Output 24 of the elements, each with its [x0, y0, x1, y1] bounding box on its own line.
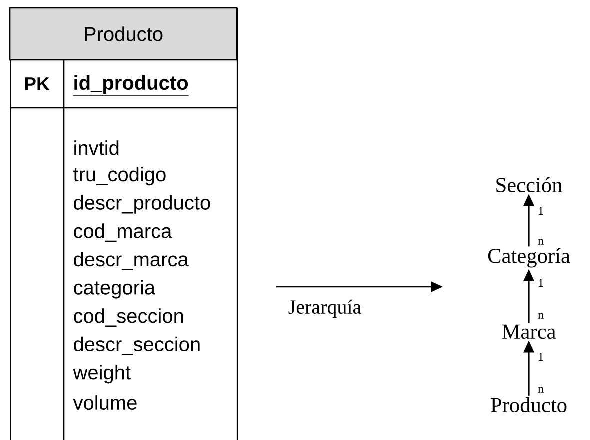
cardinality-label: 1 — [539, 207, 544, 215]
cardinality-label: n — [538, 239, 544, 245]
field-name: cod_seccion — [74, 308, 184, 328]
entity-name: Marca — [502, 324, 556, 340]
cardinality-label: 1 — [539, 353, 544, 361]
field-name: categoria — [74, 280, 156, 299]
field-name: invtid — [74, 140, 119, 156]
cardinality-label: n — [538, 387, 544, 393]
field-name: descr_seccion — [74, 336, 200, 356]
field-name: volume — [73, 395, 137, 410]
field-name: cod_marca — [74, 224, 172, 242]
table-header: Producto — [9, 7, 238, 61]
primary-key-field: id_producto — [73, 75, 190, 96]
field-name: descr_marca — [74, 252, 189, 270]
edge-label: Jerarquía — [288, 300, 362, 318]
field-name: weight — [73, 365, 131, 384]
field-name: descr_producto — [74, 195, 210, 214]
entity-name: Categoría — [488, 248, 570, 268]
cardinality-label: n — [538, 313, 544, 319]
field-name: tru_codigo — [74, 166, 166, 186]
key-label: PK — [25, 78, 50, 90]
entity-name: Sección — [496, 177, 562, 193]
entity-name: Producto — [491, 398, 567, 412]
cardinality-label: 1 — [539, 279, 544, 287]
